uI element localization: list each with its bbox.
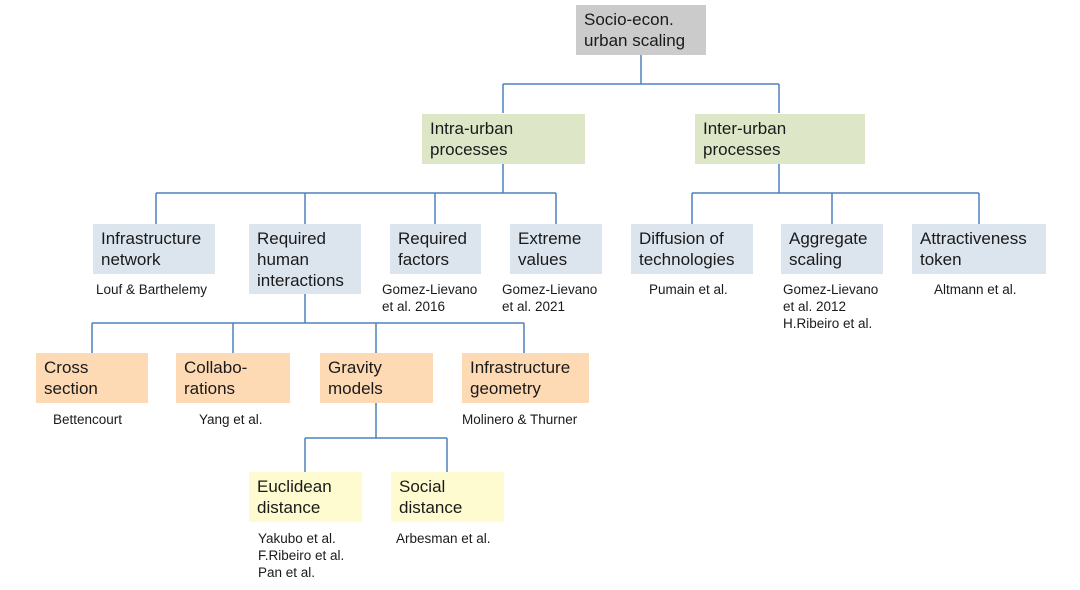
edge-root-children	[502, 54, 780, 113]
refs-cross-section: Bettencourt	[53, 412, 123, 427]
refs-collaborations: Yang et al.	[199, 412, 263, 427]
node-infrastructure-network: Infrastructure network	[93, 224, 215, 274]
node-intra-urban-processes: Intra-urban processes	[422, 114, 585, 164]
node-required-human-interactions: Required human interactions	[249, 224, 361, 294]
node-required-factors: Required factors	[390, 224, 481, 274]
refs-required-factors: Gomez-Lievano et al. 2016	[382, 282, 478, 314]
refs-aggregate-scaling: Gomez-Lievano et al. 2012 H.Ribeiro et a…	[783, 282, 879, 331]
node-social-distance: Social distance	[391, 472, 504, 522]
refs-infrastructure-network: Louf & Barthelemy	[96, 282, 208, 297]
edge-intra-children	[155, 164, 557, 224]
refs-extreme-values: Gomez-Lievano et al. 2021	[502, 282, 598, 314]
node-attractiveness-token: Attractiveness token	[912, 224, 1046, 274]
node-collaborations: Collabo- rations	[176, 353, 290, 403]
refs-infrastructure-geometry: Molinero & Thurner	[462, 412, 578, 427]
edge-gravity-children	[304, 403, 448, 472]
node-extreme-values: Extreme values	[510, 224, 602, 274]
refs-diffusion-of-technologies: Pumain et al.	[649, 282, 728, 297]
node-infrastructure-geometry: Infrastructure geometry	[462, 353, 589, 403]
edge-inter-children	[691, 164, 980, 224]
node-diffusion-of-technologies: Diffusion of technologies	[631, 224, 753, 274]
refs-attractiveness-token: Altmann et al.	[934, 282, 1017, 297]
node-gravity-models: Gravity models	[320, 353, 433, 403]
node-cross-section: Cross section	[36, 353, 148, 403]
refs-social-distance: Arbesman et al.	[396, 531, 491, 546]
refs-euclidean-distance: Yakubo et al. F.Ribeiro et al. Pan et al…	[258, 531, 345, 580]
node-inter-urban-processes: Inter-urban processes	[695, 114, 865, 164]
node-euclidean-distance: Euclidean distance	[249, 472, 362, 522]
node-socio-economic-urban-scaling: Socio-econ. urban scaling	[576, 5, 706, 55]
edge-human-interactions-children	[91, 294, 525, 353]
node-aggregate-scaling: Aggregate scaling	[781, 224, 883, 274]
